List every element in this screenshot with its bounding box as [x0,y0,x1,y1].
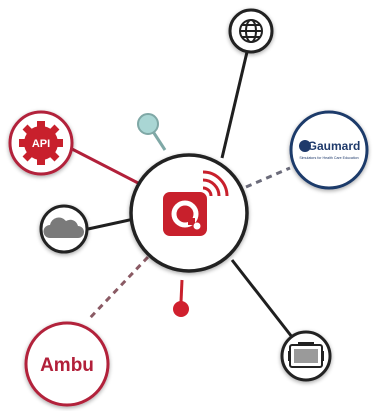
node-globe [228,8,274,54]
qr-q-wireless-icon [163,170,229,236]
node-small-red [173,301,189,317]
node-monitor [280,330,332,382]
connector-ambu [86,255,150,322]
globe-icon [239,19,263,43]
connector-monitor [230,259,294,338]
cloud-icon [43,217,84,238]
node-gaumard: Gaumard Simulators for Health Care Educa… [289,110,369,190]
connector-api [71,147,141,186]
connector-red-dot [179,279,184,303]
api-label: API [32,138,50,150]
connectors [71,51,294,338]
gear-icon [19,121,63,165]
monitor-device-icon [288,342,324,368]
connector-cloud [87,217,135,231]
node-small-teal [137,113,159,135]
ambu-label: Ambu [40,355,94,376]
node-api: API [8,110,74,176]
node-ambu: Ambu [24,321,110,407]
connector-globe [220,51,249,159]
connector-teal [150,129,167,151]
hub [129,153,249,273]
gaumard-logo: Gaumard Simulators for Health Care Educa… [299,139,360,160]
gaumard-label: Gaumard [308,139,361,153]
node-cloud [39,204,89,254]
connector-gaumard [245,166,291,189]
gaumard-tagline: Simulators for Health Care Education [299,156,358,160]
